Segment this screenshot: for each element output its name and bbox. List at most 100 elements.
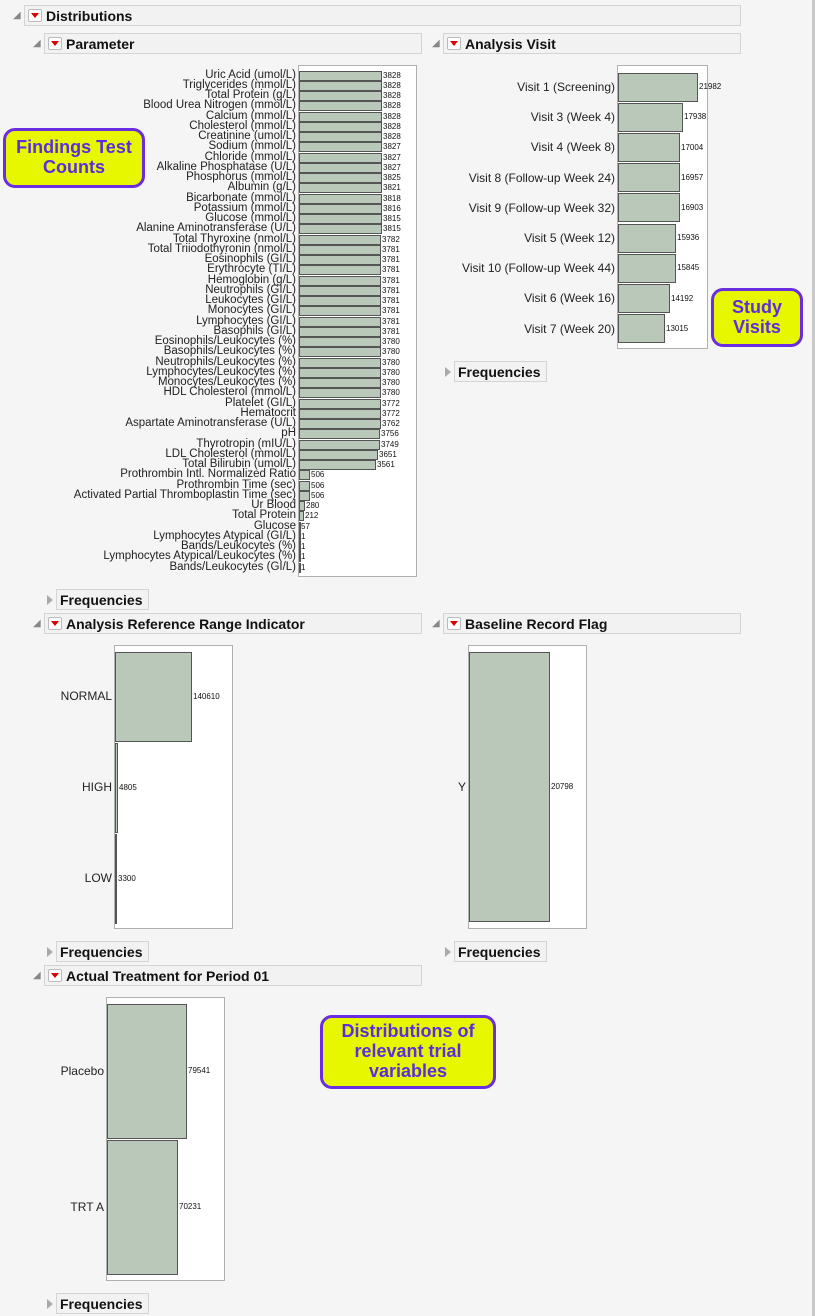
disclosure-icon[interactable] (47, 1298, 53, 1309)
red-triangle-menu-icon[interactable] (48, 37, 62, 50)
disclosure-icon[interactable] (47, 594, 53, 605)
distributions-header[interactable]: Distributions (24, 5, 741, 26)
bar-count: 3828 (383, 111, 401, 121)
bar[interactable] (299, 152, 382, 163)
bar[interactable] (299, 480, 310, 491)
category-label: Visit 7 (Week 20) (524, 321, 615, 336)
frequencies-toggle[interactable]: Frequencies (445, 361, 548, 382)
bar[interactable] (299, 285, 381, 296)
bar[interactable] (107, 1003, 187, 1139)
bar[interactable] (299, 80, 382, 91)
frequencies-toggle[interactable]: Frequencies (47, 1293, 150, 1314)
bar[interactable] (299, 388, 381, 399)
disclosure-icon[interactable] (47, 946, 53, 957)
bar[interactable] (107, 1139, 178, 1275)
bar[interactable] (618, 253, 676, 283)
bar[interactable] (618, 133, 680, 162)
red-triangle-menu-icon[interactable] (447, 37, 461, 50)
bar[interactable] (299, 244, 381, 255)
collapse-icon[interactable]: ◢ (432, 38, 440, 49)
bar[interactable] (618, 314, 665, 344)
bar[interactable] (299, 542, 301, 553)
bar[interactable] (299, 449, 378, 460)
baseline-header[interactable]: Baseline Record Flag (443, 613, 741, 634)
collapse-icon[interactable]: ◢ (33, 38, 41, 49)
collapse-icon[interactable]: ◢ (13, 10, 21, 21)
frequencies-toggle[interactable]: Frequencies (47, 941, 150, 962)
bar[interactable] (299, 111, 382, 122)
bar[interactable] (299, 255, 381, 266)
bar[interactable] (299, 552, 301, 563)
bar-count: 3828 (383, 80, 401, 90)
bar[interactable] (299, 214, 382, 225)
bar[interactable] (299, 398, 381, 409)
bar[interactable] (299, 275, 381, 286)
disclosure-icon[interactable] (445, 946, 451, 957)
bar[interactable] (618, 102, 683, 132)
bar[interactable] (299, 419, 381, 430)
range-header[interactable]: Analysis Reference Range Indicator (44, 613, 422, 634)
bar[interactable] (299, 224, 382, 235)
bar[interactable] (299, 521, 301, 532)
bar[interactable] (299, 265, 381, 276)
bar[interactable] (618, 284, 670, 313)
bar[interactable] (299, 183, 382, 194)
bar[interactable] (299, 429, 380, 440)
category-label: Monocytes (GI/L) (207, 304, 296, 317)
bar[interactable] (299, 70, 382, 81)
bar[interactable] (299, 367, 381, 378)
bar[interactable] (299, 357, 381, 368)
frequencies-toggle[interactable]: Frequencies (445, 941, 548, 962)
collapse-icon[interactable]: ◢ (432, 618, 440, 629)
bar[interactable] (299, 347, 381, 358)
bar[interactable] (618, 163, 680, 193)
bar[interactable] (299, 306, 381, 317)
bar[interactable] (299, 511, 304, 522)
bar[interactable] (299, 490, 310, 501)
bar-count: 4805 (119, 782, 137, 792)
bar[interactable] (299, 408, 381, 419)
bar[interactable] (469, 652, 550, 922)
bar[interactable] (299, 337, 381, 348)
bar[interactable] (299, 101, 382, 112)
bar[interactable] (299, 326, 381, 337)
bar[interactable] (299, 378, 381, 389)
bar[interactable] (115, 742, 118, 833)
collapse-icon[interactable]: ◢ (33, 618, 41, 629)
bar[interactable] (299, 162, 382, 173)
collapse-icon[interactable]: ◢ (33, 970, 41, 981)
frequencies-toggle[interactable]: Frequencies (47, 589, 150, 610)
parameter-header[interactable]: Parameter (44, 33, 422, 54)
bar[interactable] (299, 193, 382, 204)
bar[interactable] (299, 316, 381, 327)
bar[interactable] (299, 203, 382, 214)
bar[interactable] (618, 72, 698, 102)
bar[interactable] (299, 121, 382, 132)
category-label: Glucose (253, 519, 296, 532)
treatment-header[interactable]: Actual Treatment for Period 01 (44, 965, 422, 986)
visit-header[interactable]: Analysis Visit (443, 33, 741, 54)
bar[interactable] (299, 460, 376, 471)
bar[interactable] (299, 132, 382, 143)
bar[interactable] (299, 470, 310, 481)
category-label: Triglycerides (mmol/L) (182, 78, 296, 91)
bar[interactable] (299, 562, 301, 573)
bar[interactable] (115, 651, 192, 742)
bar[interactable] (299, 501, 305, 512)
bar[interactable] (299, 173, 382, 184)
red-triangle-menu-icon[interactable] (447, 617, 461, 630)
red-triangle-menu-icon[interactable] (48, 969, 62, 982)
red-triangle-menu-icon[interactable] (48, 617, 62, 630)
bar[interactable] (299, 531, 301, 542)
bar[interactable] (299, 142, 382, 153)
bar[interactable] (299, 296, 381, 307)
bar[interactable] (115, 833, 117, 924)
bar[interactable] (299, 91, 382, 102)
red-triangle-menu-icon[interactable] (28, 9, 42, 22)
bar[interactable] (299, 234, 381, 245)
disclosure-icon[interactable] (445, 366, 451, 377)
category-label: Prothrombin Intl. Normalized Ratio (120, 468, 296, 481)
bar[interactable] (618, 223, 676, 253)
bar[interactable] (618, 193, 680, 223)
bar[interactable] (299, 439, 380, 450)
